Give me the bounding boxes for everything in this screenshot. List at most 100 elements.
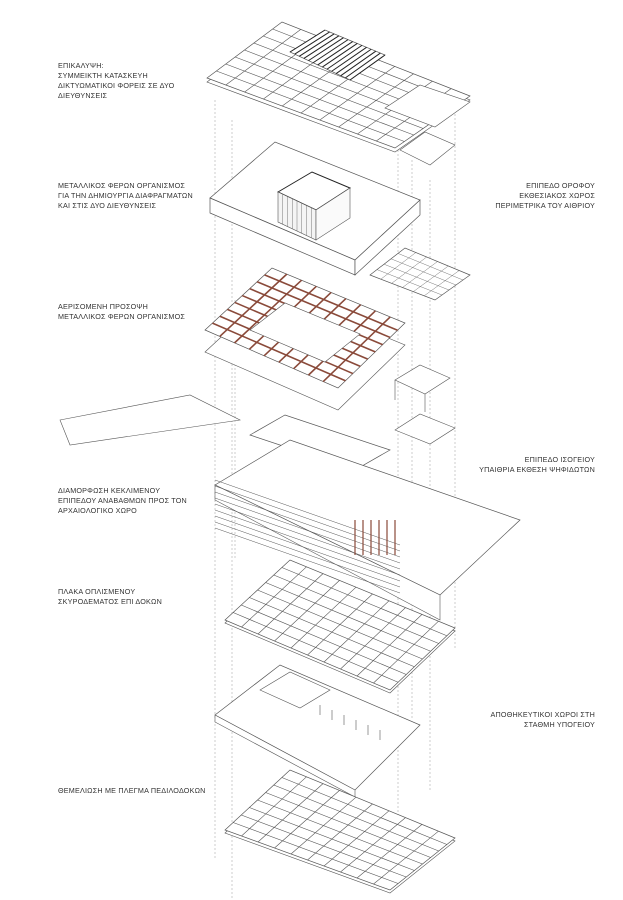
roof-grid (206, 21, 471, 149)
skylight-louver (345, 52, 381, 79)
foundation-grid-beam (323, 810, 390, 867)
slab-grid-beam (257, 573, 324, 635)
ground-floor-front (214, 484, 441, 621)
skylight-louver (289, 29, 326, 53)
label-ramp: ΔΙΑΜΟΡΦΩΣΗ ΚΕΚΛΙΜΕΝΟΥ ΕΠΙΠΕΔΟΥ ΑΝΑΒΑΘΜΩΝ… (58, 486, 187, 516)
steel-frame-beam (264, 274, 398, 331)
foundation-grid-beam (274, 790, 340, 849)
label-slab: ΠΛΑΚΑ ΟΠΛΙΣΜΕΝΟΥ ΣΚΥΡΟΔΕΜΑΤΟΣ ΕΠΙ ΔΟΚΩΝ (58, 587, 162, 607)
label-line: ΑΠΟΘΗΚΕΥΤΙΚΟΙ ΧΩΡΟΙ ΣΤΗ (490, 710, 595, 719)
courtyard-void (249, 302, 361, 363)
fragment-grid-beam (391, 256, 427, 284)
foundation-grid-beam (340, 817, 406, 873)
skylight-louver (298, 33, 335, 57)
ramp-step (214, 515, 401, 582)
label-line: ΣΥΜΜΕΙΚΤΗ ΚΑΤΑΣΚΕΥΗ (58, 71, 148, 80)
fragment-grid-beam (413, 265, 449, 292)
skylight-louver (312, 39, 349, 64)
fragment-grid-beam (402, 261, 438, 288)
label-line: ΘΕΜΕΛΙΩΣΗ ΜΕ ΠΛΕΓΜΑ ΠΕΔΙΛΟΔΟΚΩΝ (58, 786, 206, 795)
fragment-roof-small (384, 84, 471, 128)
foundation-grid-beam (373, 830, 439, 885)
steel-frame-beam (219, 273, 288, 338)
foundation-grid-beam (257, 783, 324, 843)
label-line: ΣΤΑΘΜΗ ΥΠΟΓΕΙΟΥ (523, 720, 595, 729)
steel-frame-beam (234, 279, 303, 344)
skylight-louver (326, 44, 363, 70)
roof-grid-beam (225, 29, 301, 86)
upper-floor-side (354, 199, 421, 276)
label-line: ΕΚΘΕΣΙΑΚΟΣ ΧΩΡΟΣ (519, 191, 595, 200)
skylight-louver (335, 48, 372, 74)
label-facade: ΑΕΡΙΣΟΜΕΝΗ ΠΡΟΣΟΨΗ ΜΕΤΑΛΛΙΚΟΣ ΦΕΡΩΝ ΟΡΓΑ… (58, 302, 185, 322)
ramp-step (214, 485, 401, 552)
ramp-step (214, 527, 401, 594)
foundation-grid-beam (356, 824, 423, 879)
slab-grid-beam (356, 614, 423, 677)
steel-frame-beam (256, 281, 391, 339)
label-line: ΔΙΑΜΟΡΦΩΣΗ ΚΕΚΛΙΜΕΝΟΥ (58, 486, 161, 495)
label-line: ΕΠΙΠΕΔΟ ΟΡΟΦΟΥ (526, 181, 595, 190)
fragment-room (394, 364, 451, 395)
slab-grid-beam (274, 580, 340, 642)
label-line: ΓΙΑ ΤΗΝ ΔΗΜΙΟΥΡΓΙΑ ΔΙΑΦΡΑΓΜΑΤΩΝ (58, 191, 193, 200)
label-upper-floor: ΕΠΙΠΕΔΟ ΟΡΟΦΟΥ ΕΚΘΕΣΙΑΚΟΣ ΧΩΡΟΣ ΠΕΡΙΜΕΤΡ… (495, 181, 595, 211)
roof-grid-beam (319, 66, 395, 121)
skylight-louver (303, 35, 340, 59)
slab-grid (224, 559, 456, 691)
slab-grid-beam (373, 620, 439, 684)
ramp-step (214, 491, 401, 558)
skylight-louver (340, 50, 377, 77)
label-roof: ΕΠΙΚΑΛΥΨΗ: ΣΥΜΜΕΙΚΤΗ ΚΑΤΑΣΚΕΥΗ ΔΙΚΤΥΩΜΑΤ… (58, 61, 174, 101)
label-line: ΑΡΧΑΙΟΛΟΓΙΚΟ ΧΩΡΟ (58, 506, 137, 515)
label-line: ΔΙΚΤΥΩΜΑΤΙΚΟΙ ΦΟΡΕΙΣ ΣΕ ΔΥΟ (58, 81, 175, 90)
ramp-step (214, 521, 401, 588)
label-line: ΥΠΑΙΘΡΙΑ ΕΚΘΕΣΗ ΨΗΦΙΔΩΤΩΝ (479, 465, 595, 474)
label-metal-frame: ΜΕΤΑΛΛΙΚΟΣ ΦΕΡΩΝ ΟΡΓΑΝΙΣΜΟΣ ΓΙΑ ΤΗΝ ΔΗΜΙ… (58, 181, 193, 211)
label-line: ΜΕΤΑΛΛΙΚΟΣ ΦΕΡΩΝ ΟΡΓΑΝΙΣΜΟΣ (58, 181, 186, 190)
roof-grid-beam (338, 73, 414, 128)
ramp-step (214, 479, 401, 546)
skylight-louver (294, 31, 330, 55)
skylight-louver (322, 43, 358, 68)
fragment-stair (399, 131, 456, 166)
foundation-grid (224, 769, 456, 891)
slab-grid-beam (241, 566, 307, 628)
fragment-grid-beam (380, 252, 416, 280)
label-line: ΜΕΤΑΛΛΙΚΟΣ ΦΕΡΩΝ ΟΡΓΑΝΙΣΜΟΣ (58, 312, 186, 321)
ramp-step (214, 509, 401, 576)
ramp-path (59, 394, 241, 446)
skylight-louver (308, 37, 344, 62)
label-line: ΔΙΕΥΘΥΝΣΕΙΣ (58, 91, 108, 100)
foundation-grid-beam (241, 776, 307, 837)
label-line: ΕΠΙΠΕΔΟΥ ΑΝΑΒΑΘΜΩΝ ΠΡΟΣ ΤΟΝ (58, 496, 187, 505)
label-line: ΕΠΙΚΑΛΥΨΗ: (58, 61, 104, 70)
steel-frame-beam (212, 322, 346, 382)
fragment-grid-beam (424, 270, 460, 296)
label-ground-floor: ΕΠΙΠΕΔΟ ΙΣΟΓΕΙΟΥ ΥΠΑΙΘΡΙΑ ΕΚΘΕΣΗ ΨΗΦΙΔΩΤ… (479, 455, 595, 475)
skylight-louver (317, 41, 353, 66)
label-basement: ΑΠΟΘΗΚΕΥΤΙΚΟΙ ΧΩΡΟΙ ΣΤΗ ΣΤΑΘΜΗ ΥΠΟΓΕΙΟΥ (491, 710, 595, 730)
skylight-louver (349, 54, 386, 81)
slab-grid-beam (307, 593, 373, 656)
label-line: ΣΚΥΡΟΔΕΜΑΤΟΣ ΕΠΙ ΔΟΚΩΝ (58, 597, 162, 606)
slab-grid-beam (323, 600, 390, 663)
label-line: ΕΠΙΠΕΔΟ ΙΣΟΓΕΙΟΥ (524, 455, 595, 464)
ramp-step (214, 497, 401, 564)
label-line: ΑΕΡΙΣΟΜΕΝΗ ΠΡΟΣΟΨΗ (58, 302, 148, 311)
skylight-louver (331, 46, 367, 72)
label-line: ΠΛΑΚΑ ΟΠΛΙΣΜΕΝΟΥ (58, 587, 136, 596)
steel-frame-beam (322, 316, 391, 383)
label-foundation: ΘΕΜΕΛΙΩΣΗ ΜΕ ΠΛΕΓΜΑ ΠΕΔΙΛΟΔΟΚΩΝ (58, 786, 206, 796)
basement-rooms (259, 671, 331, 709)
label-line: ΠΕΡΙΜΕΤΡΙΚΑ ΤΟΥ ΑΙΘΡΙΟΥ (495, 201, 595, 210)
slab-grid-beam (290, 586, 357, 649)
slab-grid-beam (340, 607, 406, 670)
fragment-room-2 (394, 413, 456, 445)
ramp-step (214, 503, 401, 570)
foundation-grid-beam (307, 803, 373, 861)
label-line: ΚΑΙ ΣΤΙΣ ΔΥΟ ΔΙΕΥΘΥΝΣΕΙΣ (58, 201, 157, 210)
atrium-glass-side (315, 187, 351, 241)
